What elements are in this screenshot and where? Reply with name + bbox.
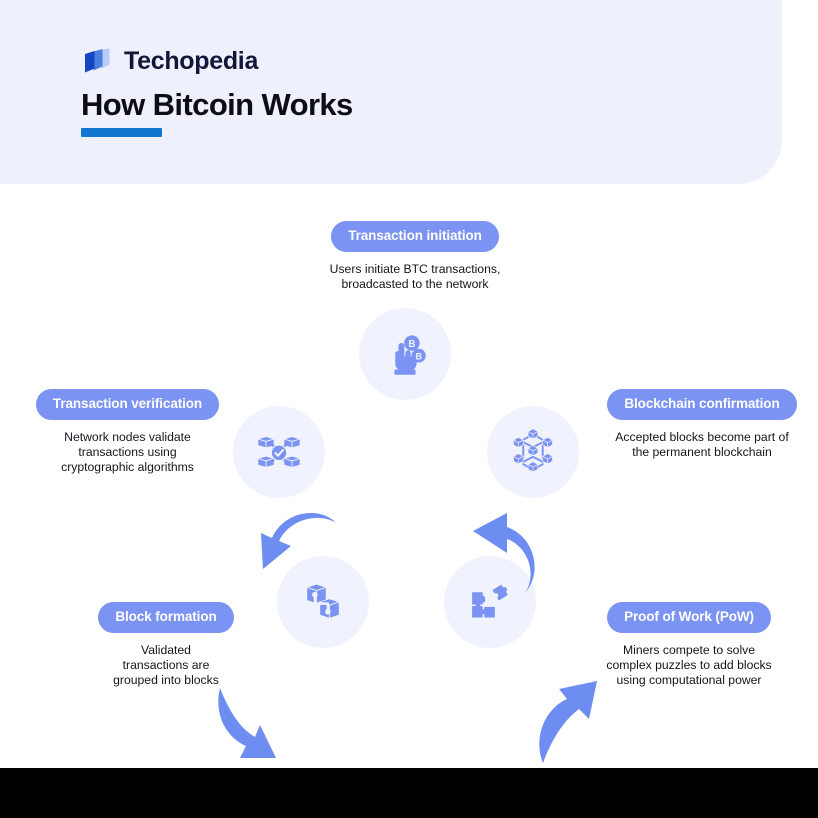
desc-blockchain-confirmation: Accepted blocks become part of the perma…: [615, 429, 789, 459]
desc-transaction-initiation: Users initiate BTC transactions, broadca…: [329, 261, 501, 291]
hand-tap-bitcoin-icon: B B: [394, 335, 426, 375]
label-transaction-verification: Transaction verification Network nodes v…: [13, 389, 242, 476]
arrow-initiation-to-verification: [258, 511, 342, 587]
desc-block-formation: Validated transactions are grouped into …: [113, 642, 219, 688]
desc-transaction-verification: Network nodes validate transactions usin…: [61, 429, 194, 475]
puzzle-pieces-icon: [472, 584, 508, 618]
arrow-blockchain-to-initiation: [455, 513, 537, 597]
svg-text:B: B: [408, 339, 415, 350]
label-block-formation: Block formation Validated transactions a…: [68, 602, 264, 689]
brand-name: Techopedia: [124, 46, 259, 75]
pill-transaction-verification[interactable]: Transaction verification: [35, 389, 220, 420]
node-blockchain-confirmation[interactable]: [487, 406, 579, 498]
brand: Techopedia: [81, 45, 258, 77]
pill-transaction-initiation[interactable]: Transaction initiation: [331, 221, 499, 252]
footer-bar: [0, 768, 818, 818]
label-proof-of-work: Proof of Work (PoW) Miners compete to so…: [573, 602, 805, 689]
label-blockchain-confirmation: Blockchain confirmation Accepted blocks …: [586, 389, 818, 460]
label-transaction-initiation: Transaction initiation Users initiate BT…: [285, 221, 545, 292]
bitcoin-cycle-diagram: B B: [0, 184, 818, 818]
linked-blocks-icon: [305, 583, 341, 619]
arrow-verification-to-blockformation: [212, 684, 290, 766]
pill-blockchain-confirmation[interactable]: Blockchain confirmation: [607, 389, 797, 420]
pill-proof-of-work[interactable]: Proof of Work (PoW): [607, 602, 771, 633]
node-transaction-verification[interactable]: [233, 406, 325, 498]
desc-proof-of-work: Miners compete to solve complex puzzles …: [606, 642, 772, 688]
network-verify-check-icon: [256, 436, 302, 469]
blockchain-nodes-icon: [512, 428, 554, 473]
node-proof-of-work[interactable]: [444, 556, 536, 648]
techopedia-blocks-logo-icon: [85, 48, 110, 73]
header-panel: Techopedia How Bitcoin Works: [0, 0, 782, 184]
title-underline-accent: [81, 128, 162, 137]
node-transaction-initiation[interactable]: B B: [359, 308, 451, 400]
page-title: How Bitcoin Works: [81, 87, 353, 122]
pill-block-formation[interactable]: Block formation: [98, 602, 234, 633]
svg-text:B: B: [416, 351, 423, 361]
arrow-pow-to-blockchain: [537, 681, 609, 767]
node-block-formation[interactable]: [277, 556, 369, 648]
